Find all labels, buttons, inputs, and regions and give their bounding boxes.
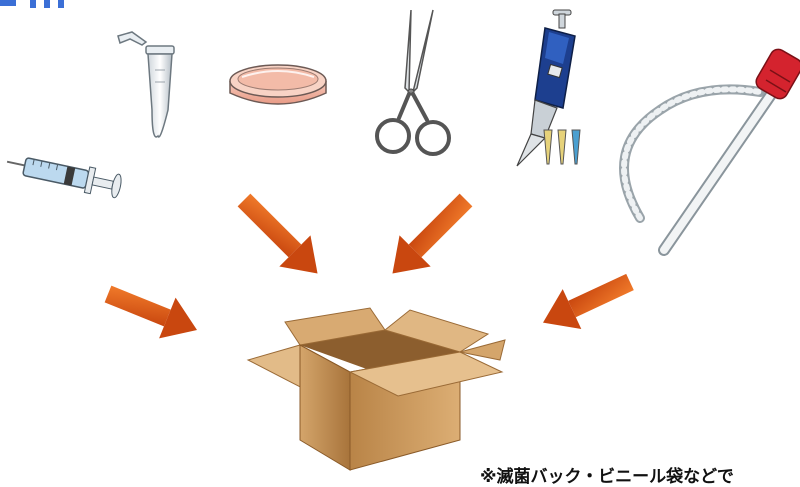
cardboard-box-icon — [246, 307, 506, 471]
syringe-icon — [6, 157, 122, 199]
arrow-left — [104, 285, 198, 339]
microtube-icon — [117, 31, 175, 138]
pipette-icon — [516, 9, 576, 167]
pipette-tips-icon — [543, 129, 581, 165]
arrow-upper-left — [237, 193, 318, 274]
sterilization-note: ※滅菌バック・ビニール袋などで — [480, 467, 734, 487]
suction-tube-icon — [619, 48, 800, 256]
arrow-right — [542, 273, 634, 329]
scissors-icon — [375, 9, 451, 156]
corner-heading-fragment — [0, 0, 64, 8]
arrow-upper-right — [392, 193, 473, 274]
petri-dish-icon — [229, 64, 327, 105]
